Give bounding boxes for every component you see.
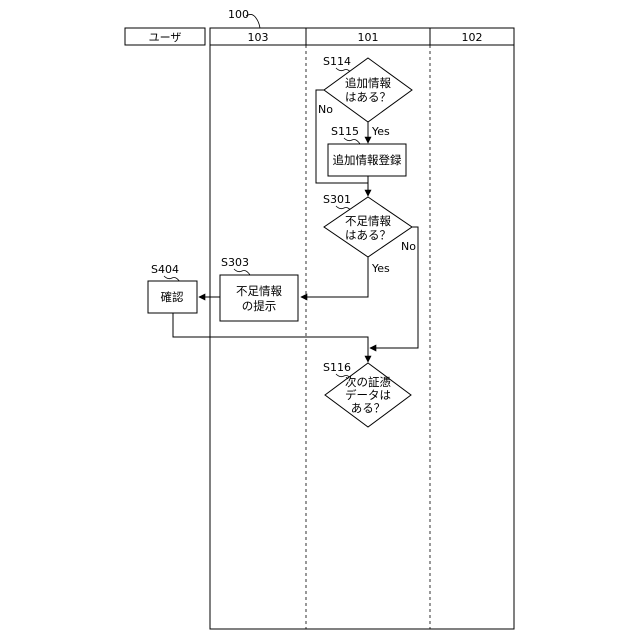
process-s404-label: 確認 (161, 290, 184, 304)
process-s303-line2: の提示 (242, 299, 277, 313)
decision-s301-line1: 不足情報 (345, 214, 391, 228)
lane-header-102-label: 102 (462, 31, 483, 44)
step-ref-s116: S116 (323, 361, 351, 374)
step-ref-s301: S301 (323, 193, 351, 206)
step-ref-s115: S115 (331, 125, 359, 138)
edge-s301-yes (301, 257, 368, 297)
lane-header-101-label: 101 (358, 31, 379, 44)
process-s303-line1: 不足情報 (236, 284, 282, 298)
lane-header-103-label: 103 (248, 31, 269, 44)
step-ref-s303: S303 (221, 256, 249, 269)
step-ref-s115-leader (344, 138, 360, 144)
edge-label-s114-yes: Yes (371, 125, 390, 138)
step-ref-s303-leader (234, 269, 250, 275)
edge-label-s114-no: No (318, 103, 333, 116)
decision-s114-line2: はある？ (345, 90, 391, 104)
process-s303 (220, 275, 298, 321)
step-ref-s114: S114 (323, 55, 351, 68)
step-ref-s404: S404 (151, 263, 179, 276)
decision-s116-line3: ある？ (351, 401, 386, 415)
edge-label-s301-yes: Yes (371, 262, 390, 275)
process-s115-label: 追加情報登録 (333, 153, 402, 167)
decision-s301-line2: はある？ (345, 228, 391, 242)
decision-s114-line1: 追加情報 (345, 76, 391, 90)
edge-label-s301-no: No (401, 240, 416, 253)
figure-ref-label: 100 (228, 8, 249, 21)
decision-s116-line2: データは (345, 388, 391, 402)
lane-header-user-label: ユーザ (149, 31, 182, 44)
decision-s116-line1: 次の証憑 (345, 375, 391, 389)
